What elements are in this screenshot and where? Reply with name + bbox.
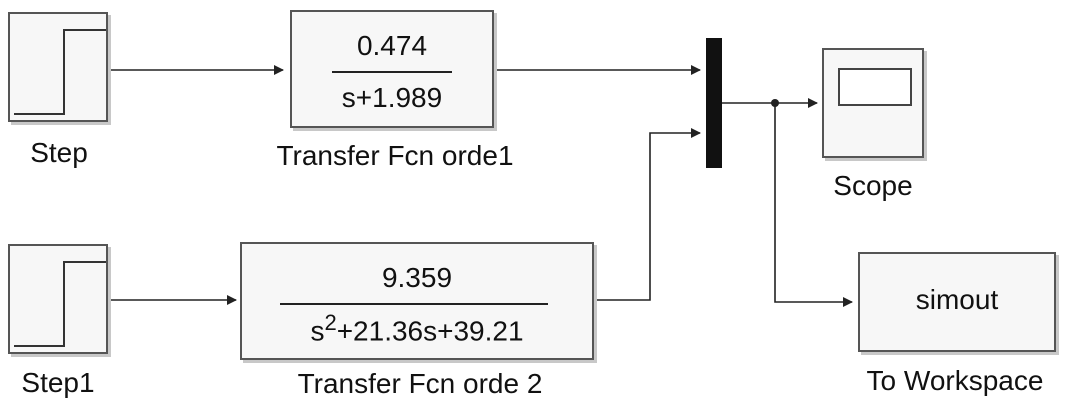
to-workspace-label: To Workspace — [866, 365, 1044, 396]
to-workspace-block[interactable]: simout — [858, 252, 1056, 352]
wire-tf2-to-mux — [596, 128, 701, 301]
step-block[interactable] — [8, 12, 108, 122]
tf2-denominator: s2+21.36s+39.21 — [242, 310, 592, 347]
tf2-denominator-exponent: 2 — [324, 310, 337, 335]
transfer-fcn-1-block[interactable]: 0.474 s+1.989 — [290, 10, 494, 128]
mux-block[interactable] — [706, 38, 722, 168]
tf2-denominator-base: s — [310, 315, 325, 347]
tf2-fraction-bar — [280, 303, 548, 305]
scope-screen-icon — [838, 68, 912, 106]
step-signal-icon — [14, 29, 106, 115]
tf1-fraction-bar — [332, 71, 452, 73]
step1-block[interactable] — [8, 244, 108, 354]
scope-label: Scope — [833, 170, 913, 201]
tf2-numerator: 9.359 — [381, 262, 453, 293]
tf2-denominator-rest: +21.36s+39.21 — [336, 315, 524, 347]
tf1-numerator: 0.474 — [356, 30, 428, 61]
branch-point — [771, 99, 779, 107]
tf2-label: Transfer Fcn orde 2 — [297, 368, 543, 399]
step-label: Step — [30, 137, 88, 168]
wire-branch-to-workspace — [774, 103, 853, 307]
tf1-label: Transfer Fcn orde1 — [276, 140, 514, 171]
to-workspace-variable: simout — [915, 284, 999, 315]
scope-block[interactable] — [822, 48, 924, 158]
tf1-denominator: s+1.989 — [341, 82, 443, 113]
transfer-fcn-2-block[interactable]: 9.359 s2+21.36s+39.21 — [240, 242, 594, 360]
step1-label: Step1 — [21, 367, 95, 398]
step-signal-icon — [14, 261, 106, 347]
